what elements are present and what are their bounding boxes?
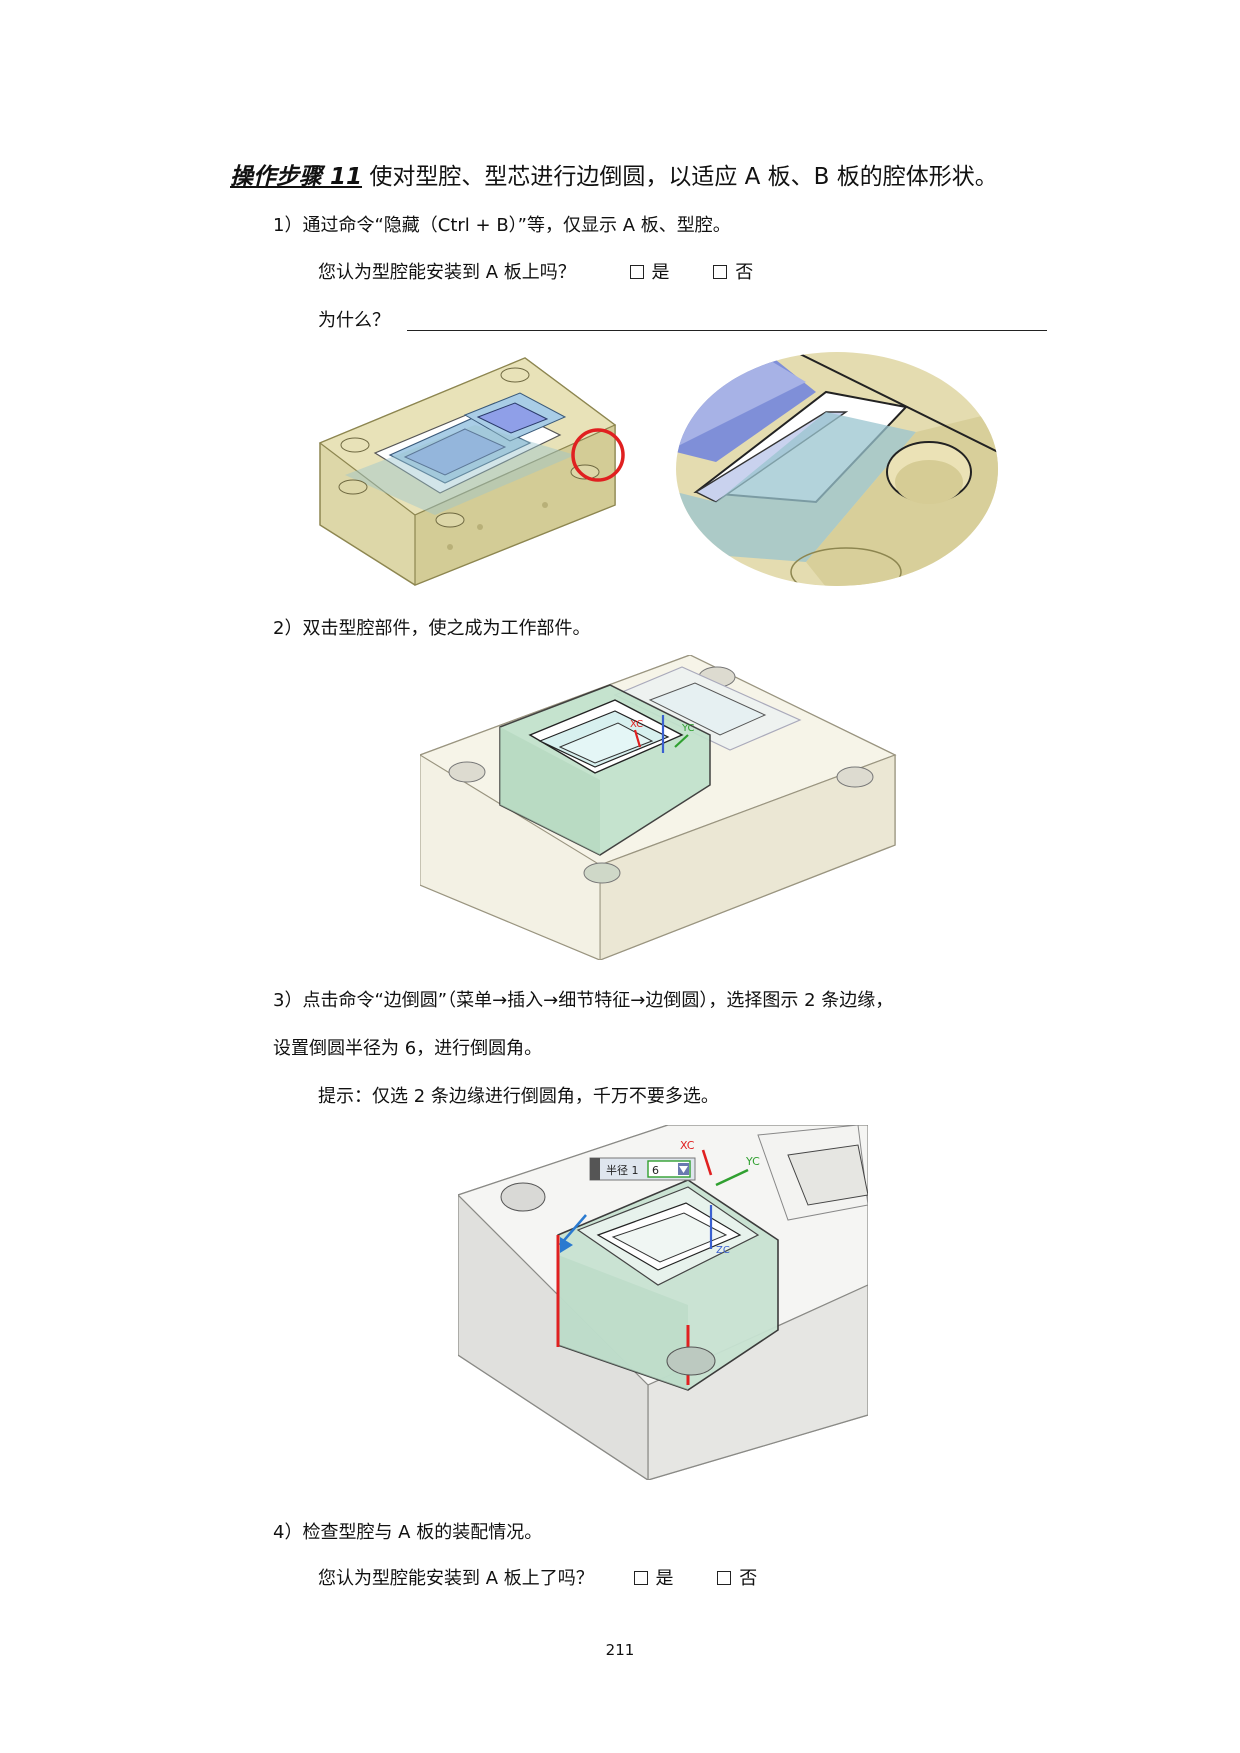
- step1-question: 您认为型腔能安装到 A 板上吗？: [318, 262, 576, 283]
- step3-hint: 提示：仅选 2 条边缘进行倒圆角，千万不要多选。: [318, 1086, 719, 1107]
- step3-instruction-line2: 设置倒圆半径为 6，进行倒圆角。: [273, 1038, 543, 1059]
- step-heading-text: 使对型腔、型芯进行边倒圆，以适应 A 板、B 板的腔体形状。: [369, 164, 998, 190]
- step1-no-option[interactable]: 否: [713, 262, 753, 283]
- step1-instruction: 1）通过命令“隐藏（Ctrl + B）”等，仅显示 A 板、型腔。: [273, 215, 731, 236]
- no-label: 否: [735, 262, 754, 283]
- yes-label: 是: [655, 1568, 674, 1589]
- yes-label: 是: [651, 262, 670, 283]
- axis-yc-label: YC: [681, 723, 695, 734]
- figure-a-plate-cavity: [318, 357, 625, 586]
- highlight-circle: [571, 428, 625, 482]
- step1-yes-option[interactable]: 是: [629, 262, 670, 283]
- answer-blank-line[interactable]: [407, 330, 1047, 331]
- step2-instruction: 2）双击型腔部件，使之成为工作部件。: [273, 618, 591, 639]
- checkbox-icon[interactable]: [713, 265, 728, 279]
- step-label: 操作步骤 11: [230, 164, 363, 190]
- axis-xc-label: XC: [680, 1139, 695, 1152]
- axis-xc-label: XC: [630, 719, 643, 730]
- figure-edge-blend[interactable]: XC YC ZC 半径 1 6: [458, 1125, 868, 1480]
- step-heading: 操作步骤 11 使对型腔、型芯进行边倒圆，以适应 A 板、B 板的腔体形状。: [230, 157, 998, 191]
- step1-question-row: 您认为型腔能安装到 A 板上吗？ 是 否: [318, 258, 753, 284]
- step4-yes-option[interactable]: 是: [633, 1568, 674, 1589]
- step4-question-row: 您认为型腔能安装到 A 板上了吗？ 是 否: [318, 1564, 757, 1590]
- step4-no-option[interactable]: 否: [717, 1568, 757, 1589]
- step1-why-label: 为什么？: [318, 310, 390, 331]
- step3-instruction-line1: 3）点击命令“边倒圆”（菜单→插入→细节特征→边倒圆），选择图示 2 条边缘，: [273, 990, 894, 1011]
- figure-detail-zoom: [676, 352, 998, 586]
- radius-input-widget[interactable]: 半径 1 6: [589, 1157, 696, 1181]
- figure-work-part[interactable]: XC YC: [420, 655, 900, 960]
- radius-value[interactable]: 6: [652, 1164, 659, 1177]
- radius-label: 半径 1: [606, 1163, 639, 1177]
- checkbox-icon[interactable]: [717, 1571, 732, 1585]
- axis-zc-label: ZC: [716, 1245, 730, 1256]
- checkbox-icon[interactable]: [629, 265, 644, 279]
- no-label: 否: [739, 1568, 758, 1589]
- step4-question: 您认为型腔能安装到 A 板上了吗？: [318, 1568, 594, 1589]
- page-number: 211: [605, 1641, 635, 1659]
- axis-yc-label: YC: [745, 1155, 760, 1168]
- checkbox-icon[interactable]: [633, 1571, 648, 1585]
- step4-instruction: 4）检查型腔与 A 板的装配情况。: [273, 1522, 543, 1543]
